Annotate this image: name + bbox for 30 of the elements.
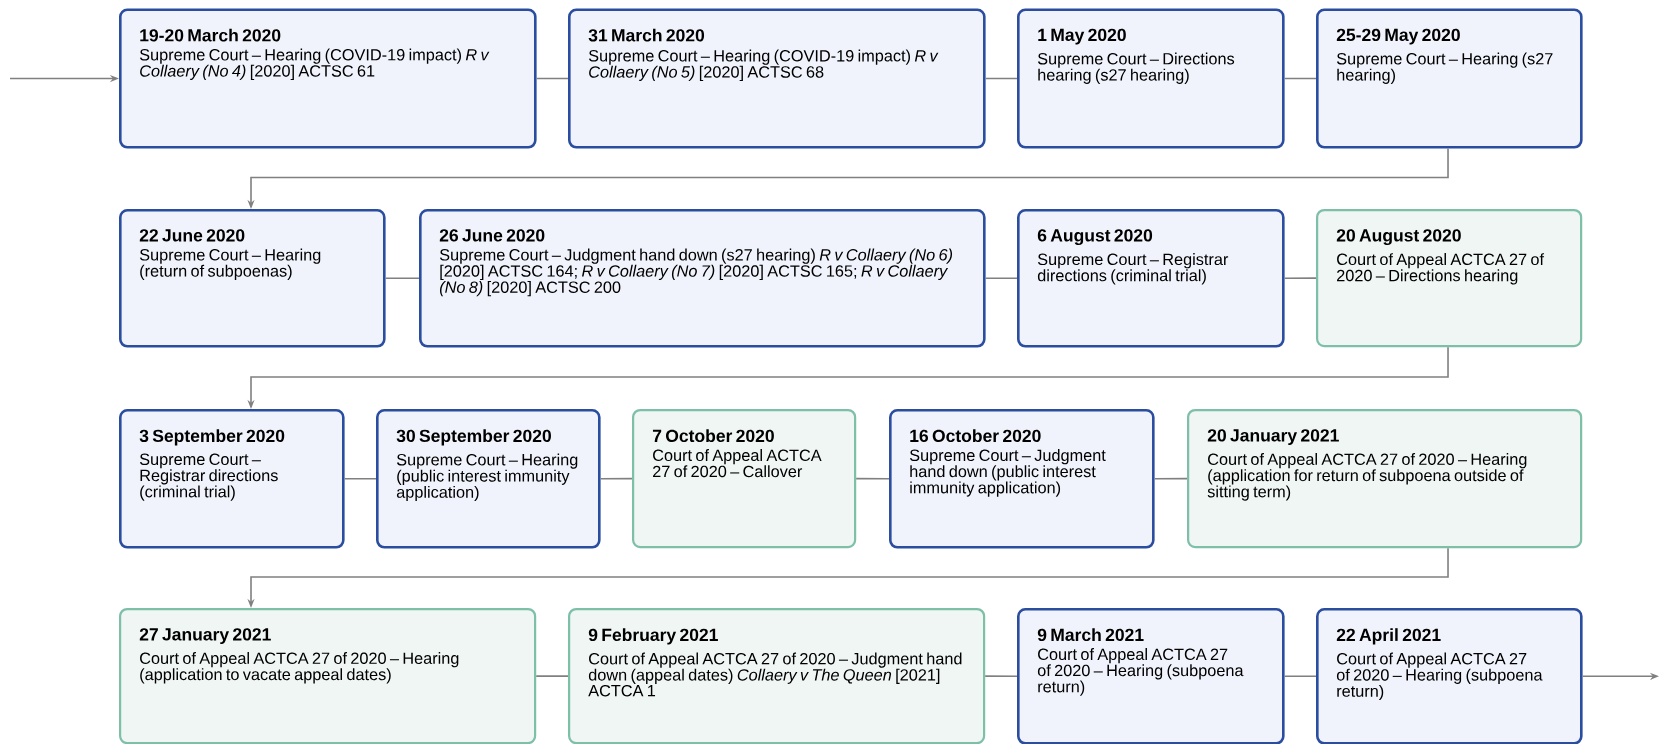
event-box: 30 September 2020 Supreme Court – Hearing (public interest immunity application)	[376, 409, 601, 549]
connector	[855, 477, 890, 480]
event-box: 16 October 2020 Supreme Court – Judgment hand down (public interest immunity application)	[889, 409, 1155, 549]
event-box: 20 January 2021 Court of Appeal ACTCA 27 of 2020 – Hearing (application for return of subpoena outside of sitting term)	[1187, 409, 1583, 549]
event-box: 1 May 2020 Supreme Court – Directions hearing (s27 hearing)	[1017, 8, 1285, 149]
event-box: 31 March 2020 Supreme Court – Hearing (COVID-19 impact) R v Collaery (No 5) [2020] ACTSC 68	[568, 8, 986, 149]
connector	[535, 675, 569, 677]
connector	[984, 77, 1018, 80]
event-box: 3 September 2020 Supreme Court – Registrar directions (criminal trial)	[119, 409, 345, 549]
connector	[535, 77, 569, 80]
event-box: 20 August 2020 Court of Appeal ACTCA 27 of 2020 – Directions hearing	[1316, 209, 1583, 348]
event-box: 9 February 2021 Court of Appeal ACTCA 27 of 2020 – Judgment hand down (appeal dates) Collaery v The Queen [2021] ACTCA 1	[568, 608, 986, 744]
connector	[599, 477, 633, 480]
connector	[343, 478, 377, 480]
event-box: 22 April 2021 Court of Appeal ACTCA 27 of 2020 – Hearing (subpoena return)	[1316, 608, 1583, 744]
event-box: 25-29 May 2020 Supreme Court – Hearing (s27 hearing)	[1316, 8, 1583, 149]
event-box: 7 October 2020 Court of Appeal ACTCA 27 of 2020 – Callover	[632, 409, 857, 549]
connector	[984, 675, 1018, 678]
connector	[1153, 477, 1188, 480]
event-box: 9 March 2021 Court of Appeal ACTCA 27 of 2020 – Hearing (subpoena return)	[1017, 608, 1285, 744]
connector	[384, 277, 420, 280]
connector	[1283, 675, 1317, 678]
event-box: 27 January 2021 Court of Appeal ACTCA 27 of 2020 – Hearing (application to vacate appeal dates)	[119, 608, 537, 744]
connector	[1283, 277, 1317, 280]
event-box: 22 June 2020 Supreme Court – Hearing (return of subpoenas)	[119, 209, 386, 348]
connector	[1283, 77, 1317, 80]
connector	[984, 277, 1018, 280]
event-box: 19-20 March 2020 Supreme Court – Hearing (COVID-19 impact) R v Collaery (No 4) [2020] ACTSC 61	[119, 8, 537, 149]
event-box: 6 August 2020 Supreme Court – Registrar directions (criminal trial)	[1017, 209, 1285, 348]
event-box: 26 June 2020 Supreme Court – Judgment hand down (s27 hearing) R v Collaery (No 6) [2020] ACTSC 164; R v Collaery (No 7) [2020] ACTSC 165; R v Collaery (No 8) [2020] ACTSC 200	[419, 209, 986, 348]
